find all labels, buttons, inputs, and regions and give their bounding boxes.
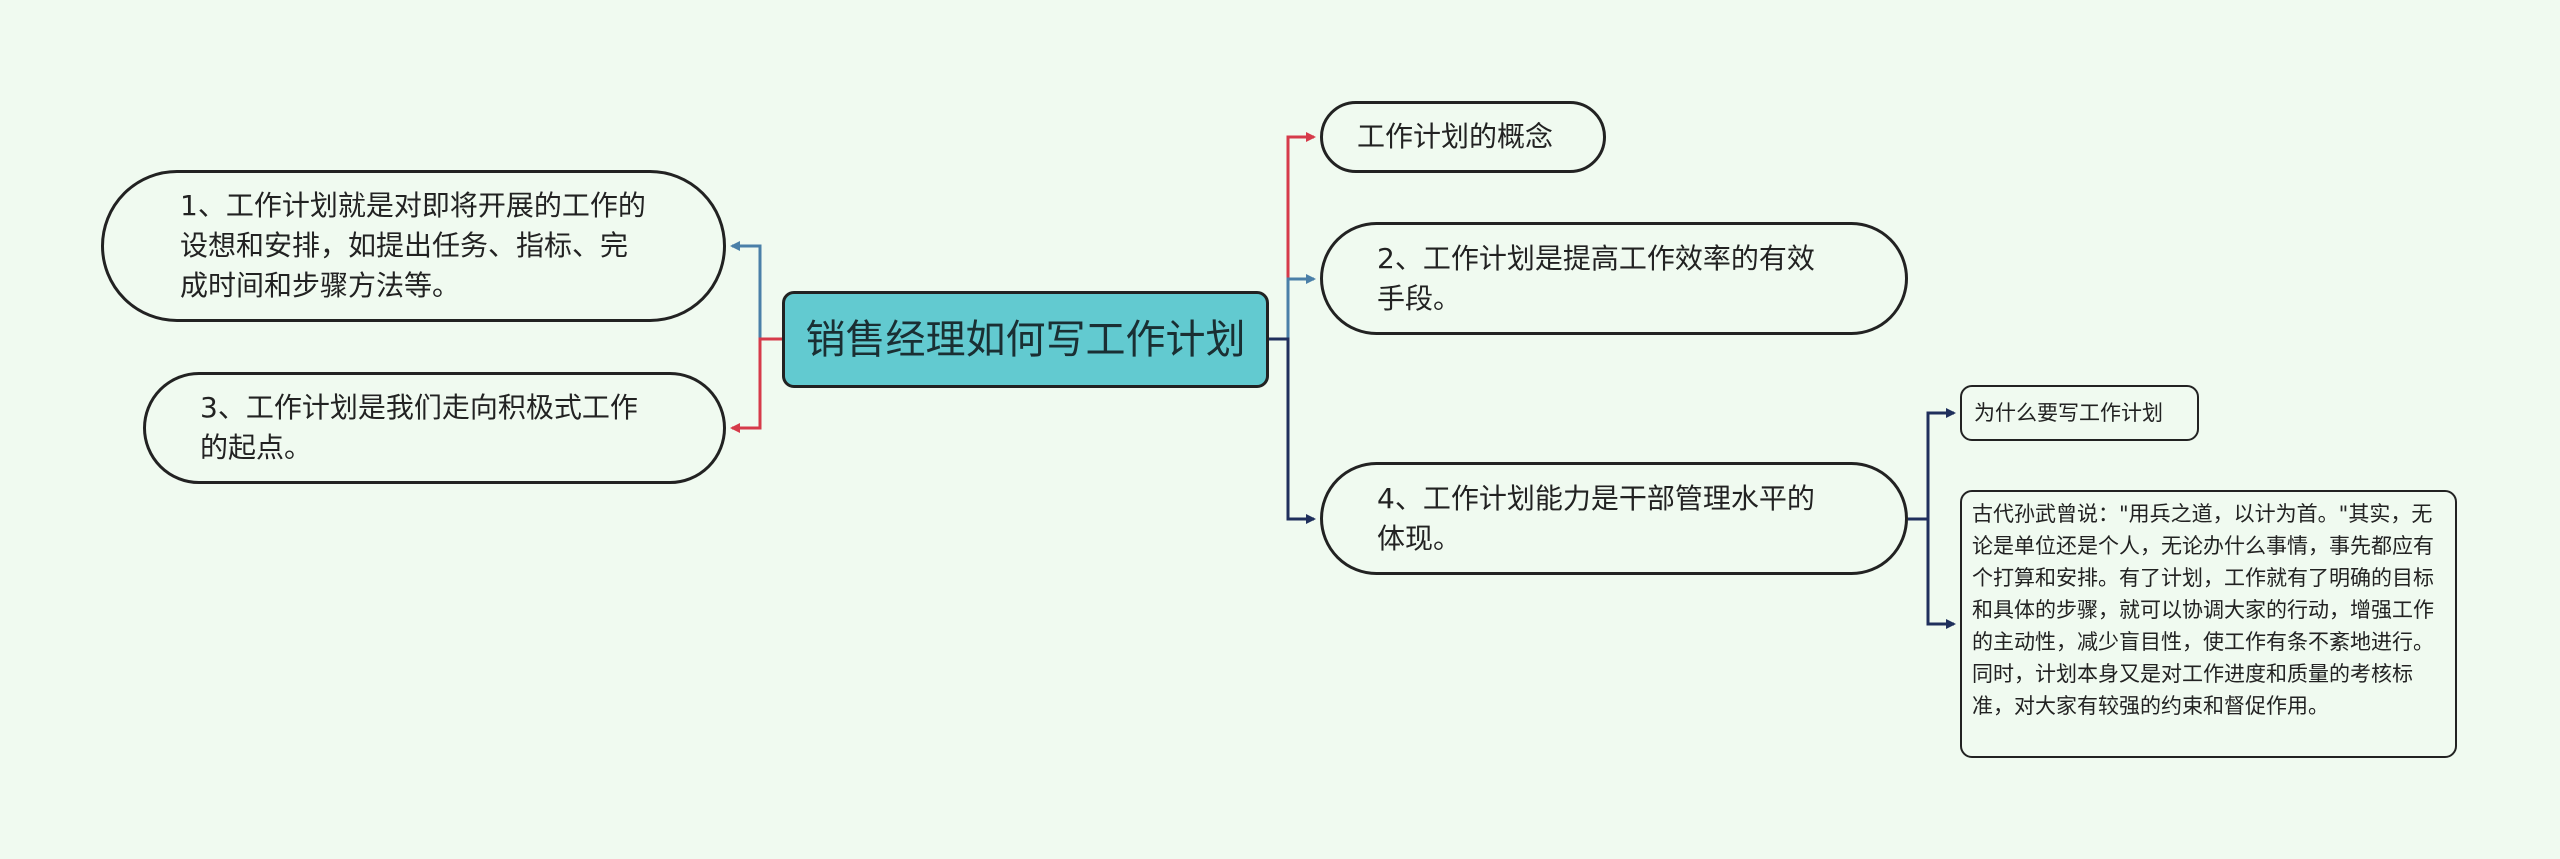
node-why-write-plan[interactable]: 为什么要写工作计划 — [1960, 385, 2199, 441]
node-work-plan-concept[interactable]: 工作计划的概念 — [1320, 101, 1606, 173]
connector-root-to-right-1 — [1269, 132, 1316, 341]
node-work-plan-starting-point[interactable]: 3、工作计划是我们走向积极式工作的起点。 — [143, 372, 726, 484]
node-text: 为什么要写工作计划 — [1974, 401, 2163, 425]
connector-root-to-left-2 — [730, 337, 782, 433]
node-sunwu-explanation[interactable]: 古代孙武曾说："用兵之道，以计为首。"其实，无论是单位还是个人，无论办什么事情，… — [1960, 490, 2457, 758]
node-work-plan-definition[interactable]: 1、工作计划就是对即将开展的工作的设想和安排，如提出任务、指标、完成时间和步骤方… — [101, 170, 726, 322]
connector-right3-to-why — [1908, 408, 1956, 521]
node-text: 3、工作计划是我们走向积极式工作的起点。 — [200, 391, 638, 464]
node-work-plan-management-ability[interactable]: 4、工作计划能力是干部管理水平的体现。 — [1320, 462, 1908, 575]
connector-root-to-right-2 — [1269, 274, 1316, 341]
node-text: 1、工作计划就是对即将开展的工作的设想和安排，如提出任务、指标、完成时间和步骤方… — [180, 189, 646, 302]
connector-root-to-left-1 — [730, 241, 782, 341]
connector-right3-to-desc — [1908, 517, 1956, 629]
node-text: 工作计划的概念 — [1357, 120, 1554, 153]
node-text: 古代孙武曾说："用兵之道，以计为首。"其实，无论是单位还是个人，无论办什么事情，… — [1972, 502, 2434, 718]
root-node-text: 销售经理如何写工作计划 — [805, 316, 1246, 363]
connector-root-to-right-3 — [1269, 337, 1316, 524]
root-node[interactable]: 销售经理如何写工作计划 — [782, 291, 1269, 388]
node-text: 4、工作计划能力是干部管理水平的体现。 — [1377, 481, 1815, 555]
node-work-plan-efficiency[interactable]: 2、工作计划是提高工作效率的有效手段。 — [1320, 222, 1908, 335]
node-text: 2、工作计划是提高工作效率的有效手段。 — [1377, 241, 1815, 315]
